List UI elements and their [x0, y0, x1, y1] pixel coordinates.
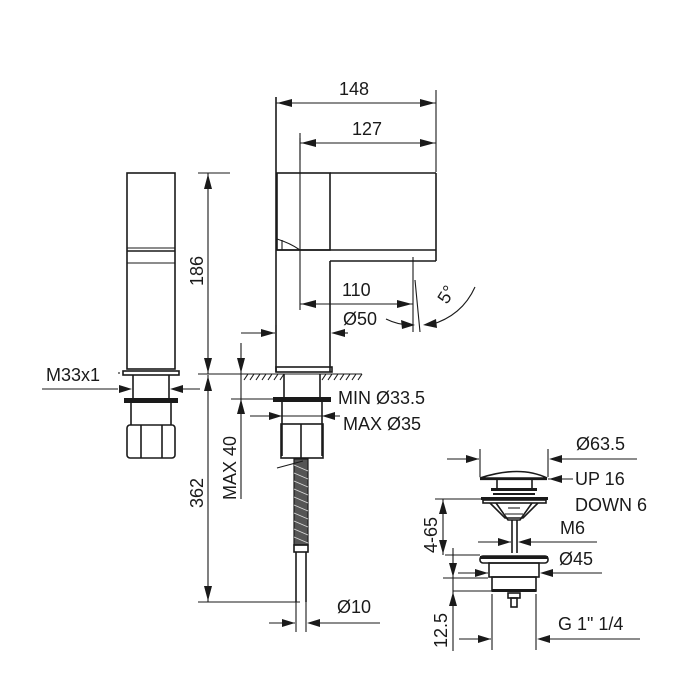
thread-label: M33x1 [46, 365, 100, 385]
dim-hose-length: 362 [187, 375, 300, 603]
hose-length-label: 362 [187, 478, 207, 508]
body-diameter-label: Ø50 [343, 309, 377, 329]
flange-diameter-label: Ø45 [559, 549, 593, 569]
body-height-label: 186 [187, 256, 207, 286]
rod-thread-label: M6 [560, 518, 585, 538]
dim-reach-148: 148 [276, 79, 437, 172]
dim-stroke: UP 16 DOWN 6 [548, 469, 647, 515]
dim-rod-thread: M6 [478, 518, 597, 546]
reach-127-label: 127 [352, 119, 382, 139]
hose-diameter-label: Ø10 [337, 597, 371, 617]
dim-cap-diameter: Ø63.5 [447, 434, 637, 477]
dim-connection: G 1" 1/4 [459, 594, 640, 650]
dim-body-diameter: Ø50 [241, 309, 415, 340]
dim-body-height: 186 [187, 172, 230, 374]
dim-adjust-range: 4-65 [421, 498, 481, 555]
popup-waste [479, 470, 549, 608]
dim-hole: MIN Ø33.5 MAX Ø35 [250, 388, 425, 434]
stroke-up-label: UP 16 [575, 469, 625, 489]
dim-thread: M33x1 [42, 365, 200, 393]
dim-reach-127: 127 [299, 119, 436, 160]
dim-spout-angle: 5° [423, 282, 476, 328]
dim-projection-110: 110 [300, 280, 413, 308]
deck-thickness-label: MAX 40 [220, 436, 240, 500]
front-view-shank [273, 374, 331, 602]
angle-label: 5° [433, 282, 459, 307]
deck-hatch [240, 373, 363, 381]
cap-diameter-label: Ø63.5 [576, 434, 625, 454]
adjust-range-label: 4-65 [421, 517, 441, 553]
projection-110-label: 110 [342, 280, 371, 300]
side-view-body [122, 172, 180, 459]
dim-flange-diameter: Ø45 [458, 549, 602, 577]
dim-deck-thickness: MAX 40 [220, 343, 280, 500]
flange-height-label: 12.5 [431, 613, 451, 648]
dim-flange-height: 12.5 [431, 548, 492, 651]
stroke-down-label: DOWN 6 [575, 495, 647, 515]
hole-min-label: MIN Ø33.5 [338, 388, 425, 408]
dim-hose-diameter: Ø10 [269, 597, 380, 632]
hole-max-label: MAX Ø35 [343, 414, 421, 434]
reach-148-label: 148 [339, 79, 369, 99]
connection-label: G 1" 1/4 [558, 614, 623, 634]
